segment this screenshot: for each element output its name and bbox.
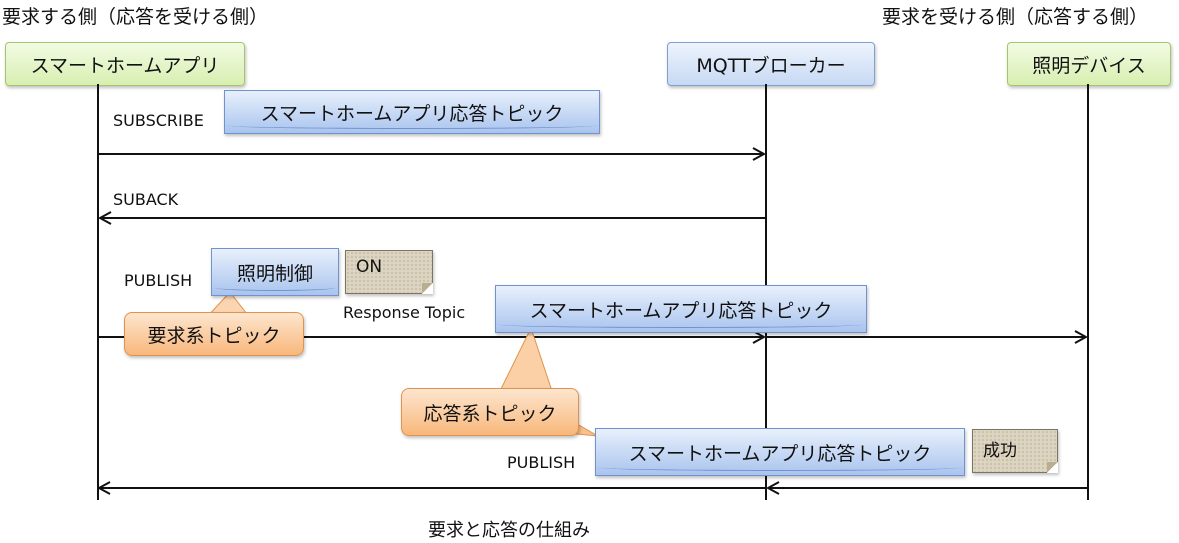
diagram-caption: 要求と応答の仕組み [428, 520, 590, 541]
subscribe-label: SUBSCRIBE [113, 111, 204, 130]
publish-response-topic-box: スマートホームアプリ応答トピック [595, 428, 965, 476]
actor-lighting-device: 照明デバイス [1007, 42, 1171, 86]
response-topic-label: Response Topic [343, 303, 466, 322]
actor-mqtt-broker: MQTTブローカー [667, 42, 875, 86]
suback-label: SUBACK [113, 190, 179, 209]
response-topic-callout: 応答系トピック [401, 388, 579, 436]
request-topic-callout: 要求系トピック [124, 312, 304, 356]
requester-side-title: 要求する側（応答を受ける側） [2, 6, 269, 28]
response-payload-note: 成功 [972, 429, 1058, 473]
publish-response-label: PUBLISH [507, 453, 576, 472]
request-payload-note: ON [345, 250, 433, 294]
actor-smart-home-app: スマートホームアプリ [5, 42, 245, 86]
subscribe-topic-box: スマートホームアプリ応答トピック [224, 90, 600, 134]
lifeline-app [97, 84, 99, 500]
request-topic-box: 照明制御 [211, 248, 339, 296]
response-topic-box: スマートホームアプリ応答トピック [495, 285, 867, 333]
responder-side-title: 要求を受ける側（応答する側） [882, 6, 1149, 28]
lifeline-device [1087, 84, 1089, 500]
publish-request-label: PUBLISH [124, 271, 193, 290]
